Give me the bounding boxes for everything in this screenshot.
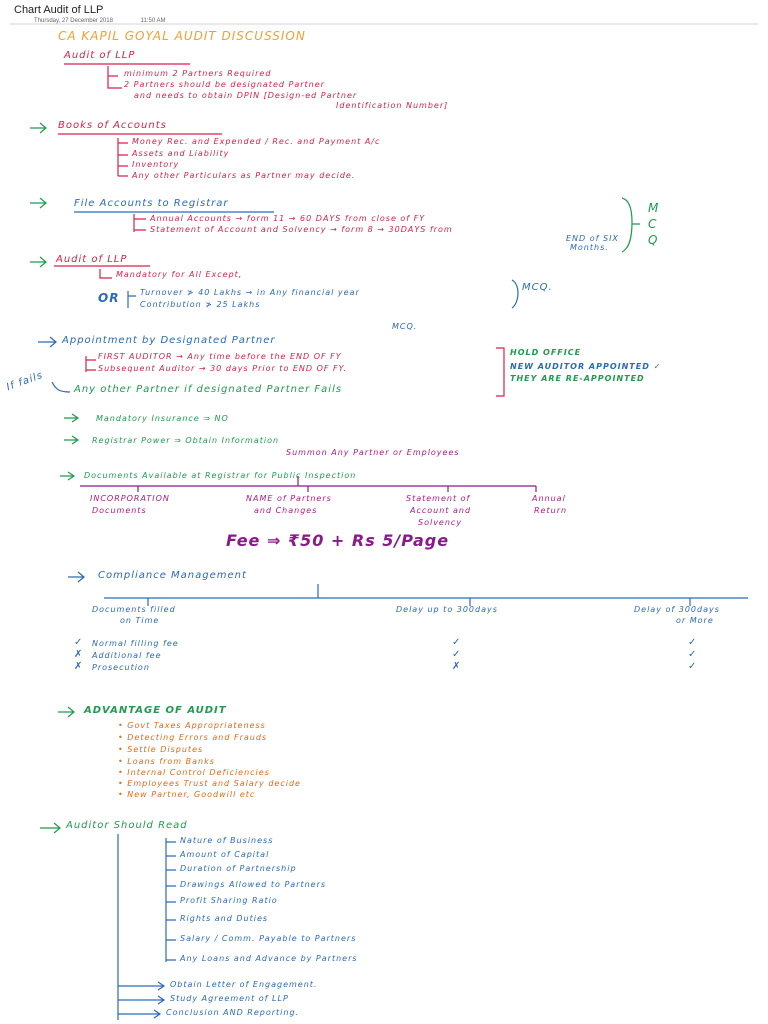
mcq-letter: Q (648, 233, 659, 247)
compliance-row-mark: ✓ (688, 649, 698, 660)
re-appointed: THEY ARE RE-APPOINTED (510, 374, 645, 383)
books-item: Any other Particulars as Partner may dec… (132, 171, 356, 180)
fee-line: Fee ⇒ ₹50 + Rs 5/Page (226, 531, 450, 550)
mcq-letter: C (648, 217, 658, 231)
advantage-title: ADVANTAGE OF AUDIT (84, 705, 227, 716)
page-time: 11:50 AM (140, 18, 166, 24)
compliance-col: or More (676, 616, 714, 625)
discussion-heading: CA KAPIL GOYAL AUDIT DISCUSSION (58, 29, 306, 43)
doc-col: Account and (410, 506, 472, 515)
appointment-mcq: MCQ. (392, 322, 418, 331)
doc-col: Statement of (406, 494, 471, 503)
registrar-power-summon: Summon Any Partner or Employees (286, 448, 460, 457)
subsequent-auditor: Subsequent Auditor → 30 days Prior to EN… (98, 364, 348, 373)
hold-office: HOLD OFFICE (510, 348, 582, 357)
auditor-read-item: Any Loans and Advance by Partners (180, 954, 358, 963)
auditor-read-item: Duration of Partnership (180, 864, 297, 873)
page-meta: Thursday, 27 December 2018 11:50 AM (34, 18, 192, 24)
advantage-item: Govt Taxes Appropriateness (118, 721, 266, 730)
advantage-item: Settle Disputes (118, 745, 203, 754)
if-fails-label: If fails (5, 369, 45, 394)
compliance-row-mark: ✗ (74, 649, 84, 660)
compliance-col: Documents filled (92, 605, 176, 614)
compliance-row-mark: ✗ (74, 661, 84, 672)
file-accounts-note: END of SIX (566, 234, 619, 243)
audit-llp-line: minimum 2 Partners Required (124, 69, 272, 78)
compliance-row-label: Prosecution (92, 663, 150, 672)
or-label: OR (98, 291, 120, 305)
doc-col: INCORPORATION (90, 494, 170, 503)
auditor-read-item: Salary / Comm. Payable to Partners (180, 934, 357, 943)
file-accounts-title: File Accounts to Registrar (74, 198, 229, 209)
audit-llp2-title: Audit of LLP (56, 254, 128, 265)
new-auditor: NEW AUDITOR APPOINTED ✓ (510, 362, 662, 371)
compliance-row-mark: ✓ (452, 637, 462, 648)
audit-llp2-cond: Turnover ≯ 40 Lakhs → in Any financial y… (140, 288, 360, 297)
books-item: Money Rec. and Expended / Rec. and Payme… (132, 137, 381, 146)
advantage-item: New Partner, Goodwill etc (118, 790, 255, 799)
auditor-read-item: Rights and Duties (180, 914, 269, 923)
compliance-col: Delay of 300days (634, 605, 720, 614)
compliance-row-mark: ✗ (452, 661, 462, 672)
registrar-power: Registrar Power ⇒ Obtain Information (92, 436, 280, 445)
books-item: Inventory (132, 160, 180, 169)
documents-title: Documents Available at Registrar for Pub… (84, 471, 357, 480)
auditor-read-item: Profit Sharing Ratio (180, 896, 278, 905)
auditor-read-title: Auditor Should Read (66, 820, 188, 831)
audit-llp-line: and needs to obtain DPIN [Design-ed Part… (134, 91, 358, 100)
books-item: Assets and Liability (132, 149, 230, 158)
compliance-row-mark: ✓ (74, 637, 84, 648)
doc-col: Solvency (418, 518, 463, 527)
doc-col: and Changes (254, 506, 318, 515)
mandatory-insurance: Mandatory Insurance ⇒ NO (96, 414, 229, 423)
audit-llp2-cond: Contribution ≯ 25 Lakhs (140, 300, 261, 309)
mcq-letter: M (648, 201, 660, 215)
doc-col: Return (534, 506, 568, 515)
audit-llp-line: 2 Partners should be designated Partner (124, 80, 325, 89)
advantage-item: Employees Trust and Salary decide (118, 779, 301, 788)
mcq-label: MCQ. (522, 282, 553, 293)
auditor-read-bottom: Conclusion AND Reporting. (166, 1008, 300, 1017)
advantage-item: Loans from Banks (118, 757, 215, 766)
compliance-row-mark: ✓ (452, 649, 462, 660)
compliance-col: on Time (120, 616, 160, 625)
first-auditor: FIRST AUDITOR → Any time before the END … (98, 352, 342, 361)
file-accounts-item: Annual Accounts → form 11 → 60 DAYS from… (150, 214, 426, 223)
file-accounts-item: Statement of Account and Solvency → form… (150, 225, 453, 234)
compliance-row-label: Additional fee (92, 651, 162, 660)
auditor-read-bottom: Obtain Letter of Engagement. (170, 980, 318, 989)
advantage-item: Internal Control Deficiencies (118, 768, 270, 777)
compliance-title: Compliance Management (98, 570, 247, 581)
doc-col: NAME of Partners (246, 494, 332, 503)
compliance-col: Delay up to 300days (396, 605, 498, 614)
page-date: Thursday, 27 December 2018 (34, 18, 113, 24)
auditor-read-bottom: Study Agreement of LLP (170, 994, 289, 1003)
auditor-read-item: Drawings Allowed to Partners (180, 880, 327, 889)
audit-llp2-line: Mandatory for All Except, (116, 270, 243, 279)
compliance-row-mark: ✓ (688, 637, 698, 648)
other-partner: Any other Partner if designated Partner … (74, 384, 343, 395)
doc-col: Annual (532, 494, 566, 503)
audit-llp-line: Identification Number] (336, 101, 449, 110)
doc-col: Documents (92, 506, 147, 515)
file-accounts-note: Months. (570, 243, 609, 252)
auditor-read-item: Amount of Capital (180, 850, 270, 859)
compliance-row-mark: ✓ (688, 661, 698, 672)
advantage-item: Detecting Errors and Frauds (118, 733, 267, 742)
audit-llp-title: Audit of LLP (64, 50, 136, 61)
auditor-read-item: Nature of Business (180, 836, 274, 845)
appointment-title: Appointment by Designated Partner (62, 335, 276, 346)
compliance-row-label: Normal filling fee (92, 639, 179, 648)
page-title: Chart Audit of LLP (14, 4, 104, 16)
books-title: Books of Accounts (58, 120, 167, 131)
